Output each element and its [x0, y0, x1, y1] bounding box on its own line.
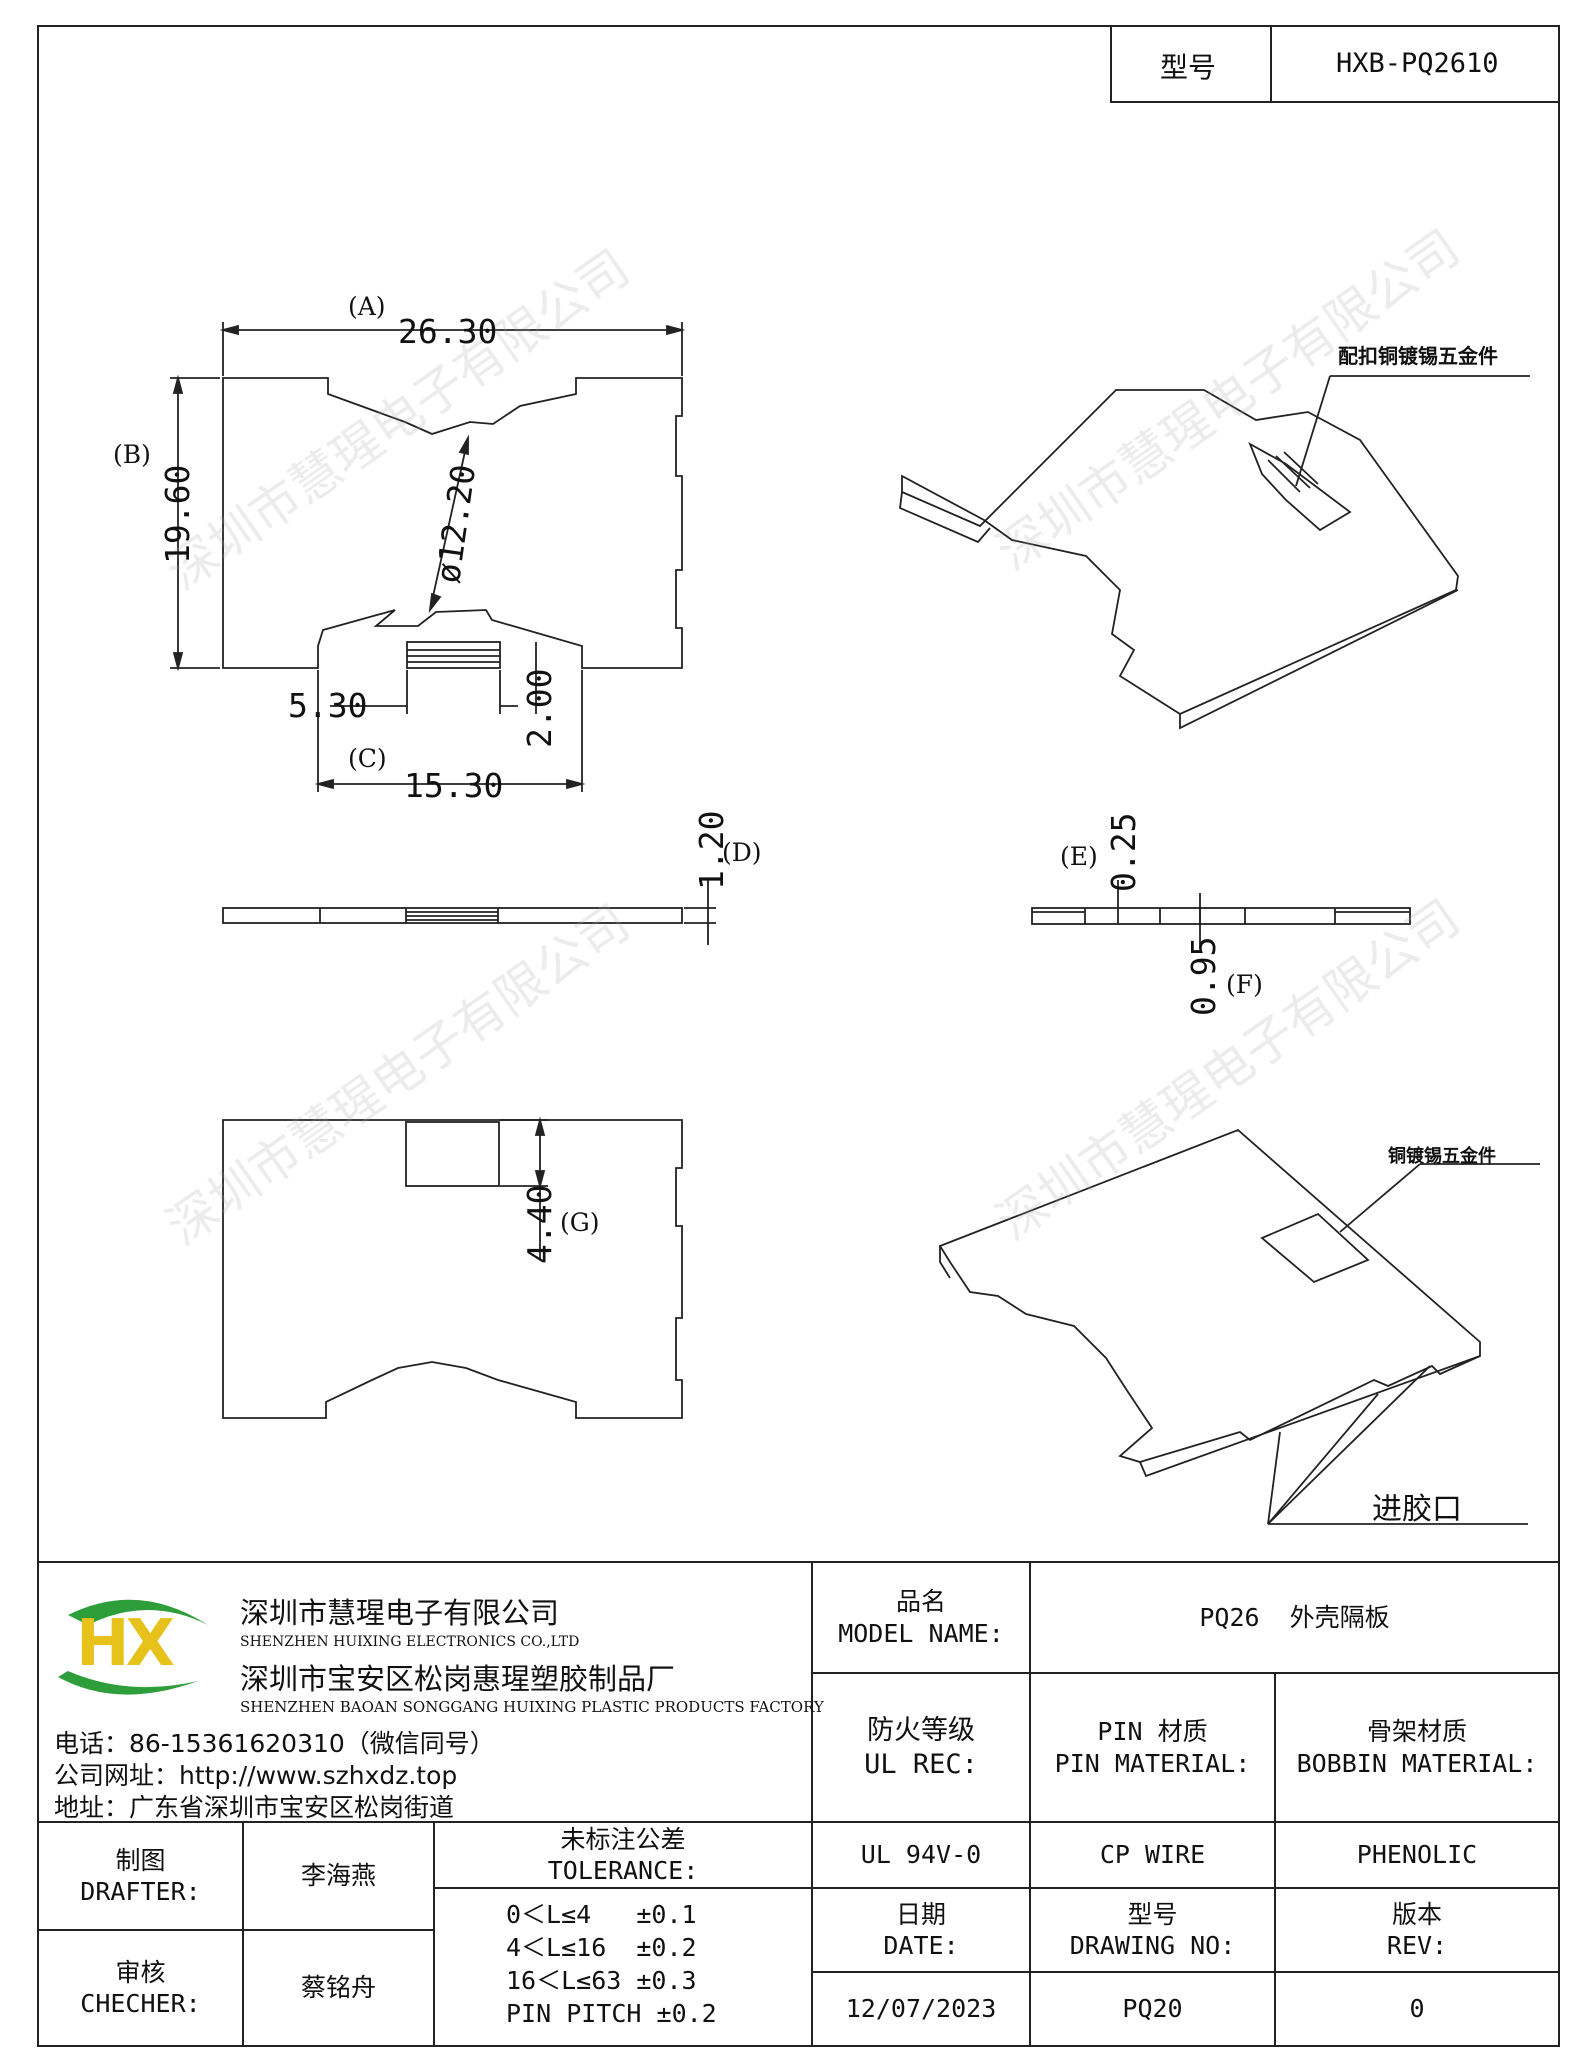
dim-a-value: 26.30: [398, 312, 498, 351]
pin-value-cell: CP WIRE: [1030, 1822, 1275, 1888]
ul-value-cell: UL 94V-0: [812, 1822, 1030, 1888]
dim-f-value: 0.95: [1184, 936, 1223, 1016]
dim-b-label: (B): [113, 440, 151, 469]
bobbin-value-cell: PHENOLIC: [1275, 1822, 1559, 1888]
date-en: DATE:: [883, 1931, 959, 1960]
factory-name-en: SHENZHEN BAOAN SONGGANG HUIXING PLASTIC …: [240, 1698, 824, 1716]
drawing-value: PQ20: [1122, 1994, 1183, 2024]
drafter-en: DRAFTER:: [80, 1877, 201, 1906]
dim-200-value: 2.00: [520, 668, 559, 748]
rev-cn: 版本: [1391, 1899, 1442, 1929]
front-view: [1031, 880, 1411, 945]
company-name-cn: 深圳市慧瑆电子有限公司: [240, 1596, 560, 1630]
model-name-cell: 品名 MODEL NAME:: [812, 1562, 1030, 1673]
company-website: 公司网址：http://www.szhxdz.top: [54, 1761, 458, 1790]
ul-en: UL REC:: [864, 1748, 978, 1780]
date-cell: 日期 DATE:: [812, 1888, 1030, 1972]
rev-en: REV:: [1386, 1931, 1448, 1960]
company-logo: HX: [48, 1585, 218, 1710]
model-value: HXB-PQ2610: [1336, 48, 1499, 79]
drafter-value: 李海燕: [300, 1861, 376, 1891]
drafter-cn: 制图: [115, 1845, 166, 1875]
tol-cn: 未标注公差: [560, 1824, 686, 1854]
tol-en: TOLERANCE:: [547, 1856, 699, 1885]
drawing-en: DRAWING NO:: [1069, 1931, 1236, 1960]
bobbin-material-cell: 骨架材质 BOBBIN MATERIAL:: [1275, 1673, 1559, 1822]
ul-cn: 防火等级: [867, 1714, 975, 1746]
drafter-cell: 制图 DRAFTER:: [38, 1822, 243, 1930]
bobbin-en: BOBBIN MATERIAL:: [1296, 1748, 1538, 1778]
checker-cn: 审核: [115, 1957, 166, 1987]
model-name-text: PQ26 外壳隔板: [1199, 1602, 1390, 1632]
rev-cell: 版本 REV:: [1275, 1888, 1559, 1972]
date-value-cell: 12/07/2023: [812, 1972, 1030, 2046]
company-name-en: SHENZHEN HUIXING ELECTRONICS CO.,LTD: [240, 1634, 580, 1650]
tol-line: 0＜L≤4 ±0.1: [506, 1900, 697, 1929]
pin-material-cell: PIN 材质 PIN MATERIAL:: [1030, 1673, 1275, 1822]
tolerance-lines: 0＜L≤4 ±0.1 4＜L≤16 ±0.2 16＜L≤63 ±0.3 PIN …: [506, 1898, 806, 2030]
iso-bottom-note2: 进胶口: [1372, 1492, 1462, 1527]
ul-value: UL 94V-0: [860, 1840, 982, 1870]
dim-530-value: 5.30: [288, 686, 368, 725]
iso-top-view: [899, 375, 1530, 730]
rev-value: 0: [1409, 1994, 1425, 2024]
dim-g-label: (G): [560, 1208, 600, 1237]
iso-bottom-note: 铜镀锡五金件: [1388, 1146, 1496, 1167]
bobbin-value: PHENOLIC: [1356, 1840, 1478, 1870]
model-name-value: PQ26 外壳隔板: [1030, 1562, 1559, 1673]
company-address: 地址：广东省深圳市宝安区松岗街道: [54, 1793, 455, 1822]
dim-c-value: 15.30: [404, 766, 504, 805]
drawing-value-cell: PQ20: [1030, 1972, 1275, 2046]
dim-c-label: (C): [348, 744, 387, 773]
checker-value-cell: 蔡铭舟: [243, 1930, 434, 2046]
top-view: [170, 322, 686, 792]
model-label: 型号: [1160, 51, 1217, 84]
dim-d-label: (D): [722, 838, 762, 867]
model-name-en: MODEL NAME:: [838, 1618, 1004, 1648]
pin-cn: PIN 材质: [1097, 1717, 1208, 1747]
rev-value-cell: 0: [1275, 1972, 1559, 2046]
factory-name-cn: 深圳市宝安区松岗惠瑆塑胶制品厂: [240, 1662, 676, 1696]
pin-en: PIN MATERIAL:: [1054, 1748, 1251, 1778]
tol-line: 4＜L≤16 ±0.2: [506, 1933, 697, 1962]
dim-b-value: 19.60: [158, 464, 197, 564]
drawing-no-cell: 型号 DRAWING NO:: [1030, 1888, 1275, 1972]
checker-cell: 审核 CHECHER:: [38, 1930, 243, 2046]
side-view: [222, 880, 716, 945]
model-name-cn: 品名: [895, 1587, 946, 1617]
checker-value: 蔡铭舟: [300, 1973, 376, 2003]
dim-e-label: (E): [1060, 842, 1098, 871]
date-value: 12/07/2023: [845, 1994, 997, 2024]
pin-value: CP WIRE: [1099, 1840, 1206, 1870]
date-cn: 日期: [895, 1899, 946, 1929]
dim-g-value: 4.40: [520, 1184, 559, 1264]
drawing-cn: 型号: [1127, 1899, 1178, 1929]
tol-line: PIN PITCH ±0.2: [506, 1999, 717, 2028]
dim-e-value: 0.25: [1104, 812, 1143, 892]
logo-letters: HX: [76, 1607, 175, 1681]
company-phone: 电话：86-15361620310（微信同号）: [54, 1729, 495, 1758]
bobbin-cn: 骨架材质: [1366, 1717, 1467, 1747]
iso-top-note: 配扣铜镀锡五金件: [1338, 344, 1498, 368]
ul-rec-cell: 防火等级 UL REC:: [812, 1673, 1030, 1822]
tol-line: 16＜L≤63 ±0.3: [506, 1966, 697, 1995]
bottom-view: [222, 1116, 683, 1419]
dim-a-label: (A): [348, 292, 386, 321]
tolerance-header-cell: 未标注公差 TOLERANCE:: [434, 1822, 812, 1888]
checker-en: CHECHER:: [80, 1989, 201, 2018]
drafter-value-cell: 李海燕: [243, 1822, 434, 1930]
iso-bottom-view: [938, 1128, 1540, 1525]
dim-f-label: (F): [1226, 970, 1263, 999]
